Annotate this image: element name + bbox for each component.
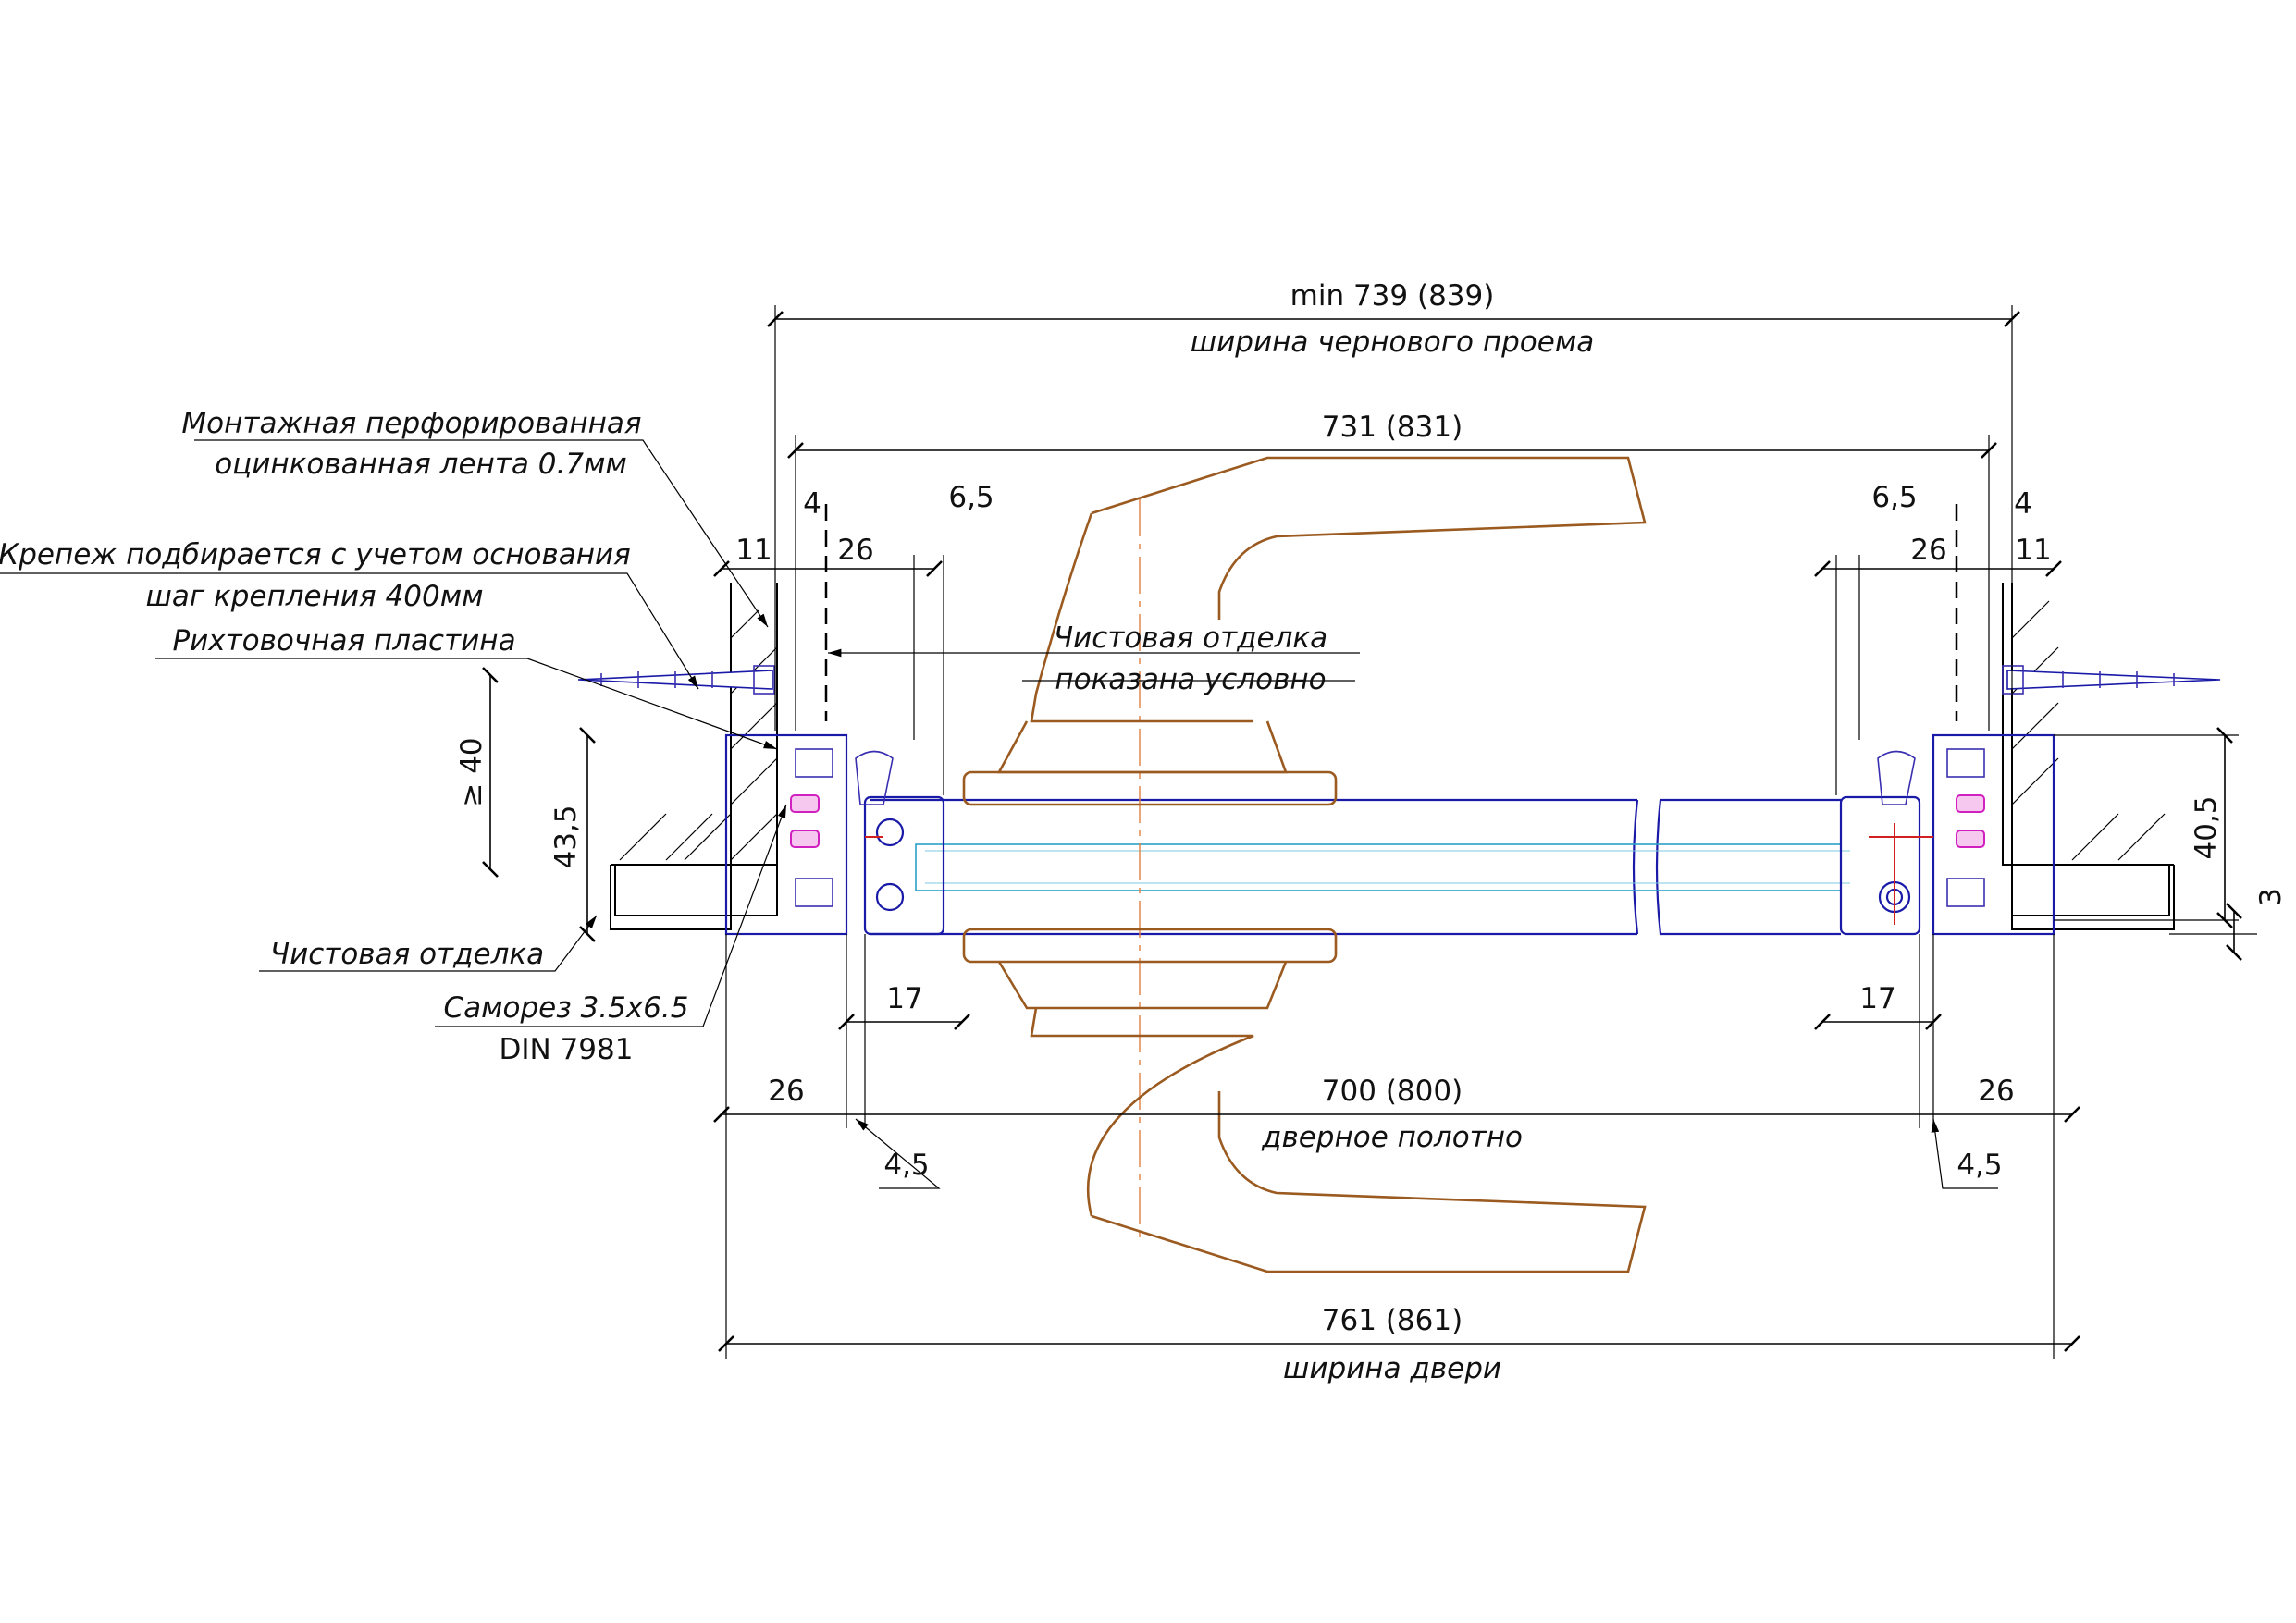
opening-width-caption: ширина чернового проема bbox=[1191, 326, 1594, 359]
left-wall bbox=[610, 583, 778, 930]
door-width-caption: ширина двери bbox=[1283, 1352, 1501, 1385]
left-frame-profile bbox=[724, 733, 945, 936]
dim-left-40: ≥ 40 bbox=[455, 737, 488, 806]
door-leaf bbox=[870, 798, 1850, 936]
dim-left-4-5: 4,5 bbox=[883, 1149, 929, 1182]
right-wall-anchor bbox=[2002, 665, 2221, 695]
callout-plate: Рихтовочная пластина bbox=[172, 624, 515, 658]
dim-left-26: 26 bbox=[837, 534, 873, 567]
dim-left-26-bottom: 26 bbox=[768, 1075, 804, 1108]
dim-left-17: 17 bbox=[886, 982, 922, 1015]
callout-finish-top-line2: показана условно bbox=[1055, 663, 1326, 696]
dim-right-6-5: 6,5 bbox=[1871, 481, 1917, 514]
callout-tape-line1: Монтажная перфорированная bbox=[181, 407, 641, 440]
door-handle bbox=[962, 456, 1647, 1273]
left-self-tapping-screws bbox=[790, 794, 820, 848]
callout-screw-line1: Саморез 3.5х6.5 bbox=[443, 991, 688, 1025]
dim-right-4: 4 bbox=[2014, 487, 2032, 521]
dim-left-43-5: 43,5 bbox=[549, 805, 583, 868]
opening-width-dim: min 739 (839) bbox=[1290, 279, 1495, 313]
dim-left-11: 11 bbox=[735, 534, 772, 567]
callout-tape-line2: оцинкованная лента 0.7мм bbox=[215, 448, 627, 481]
callout-screw-line2: DIN 7981 bbox=[500, 1033, 634, 1066]
callout-leaders bbox=[0, 439, 1998, 1189]
dim-right-11: 11 bbox=[2015, 534, 2051, 567]
right-wall bbox=[2002, 583, 2175, 930]
dim-right-40-5: 40,5 bbox=[2190, 795, 2223, 859]
callout-finish-left: Чистовая отделка bbox=[270, 938, 544, 971]
leaf-width-dim: 700 (800) bbox=[1322, 1075, 1463, 1108]
right-frame-profile bbox=[1839, 733, 2055, 936]
dim-left-6-5: 6,5 bbox=[948, 481, 994, 514]
dim-lines bbox=[482, 305, 2257, 1359]
dim-right-26-bottom: 26 bbox=[1978, 1075, 2014, 1108]
dim-right-4-5: 4,5 bbox=[1957, 1149, 2002, 1182]
door-width-dim: 761 (861) bbox=[1322, 1304, 1463, 1337]
callout-fastener-line2: шаг крепления 400мм bbox=[146, 580, 484, 613]
callout-finish-top-line1: Чистовая отделка bbox=[1054, 621, 1327, 655]
dim-right-26: 26 bbox=[1910, 534, 1946, 567]
dim-left-4: 4 bbox=[803, 487, 821, 521]
dim-right-17: 17 bbox=[1859, 982, 1895, 1015]
callout-fastener-line1: Крепеж подбирается с учетом основания bbox=[0, 538, 631, 572]
right-self-tapping-screws bbox=[1956, 794, 1985, 848]
dim-right-3: 3 bbox=[2254, 888, 2288, 906]
left-wall-anchor bbox=[577, 665, 775, 695]
leaf-width-caption: дверное полотно bbox=[1261, 1121, 1523, 1154]
inner-width-dim: 731 (831) bbox=[1322, 411, 1463, 444]
